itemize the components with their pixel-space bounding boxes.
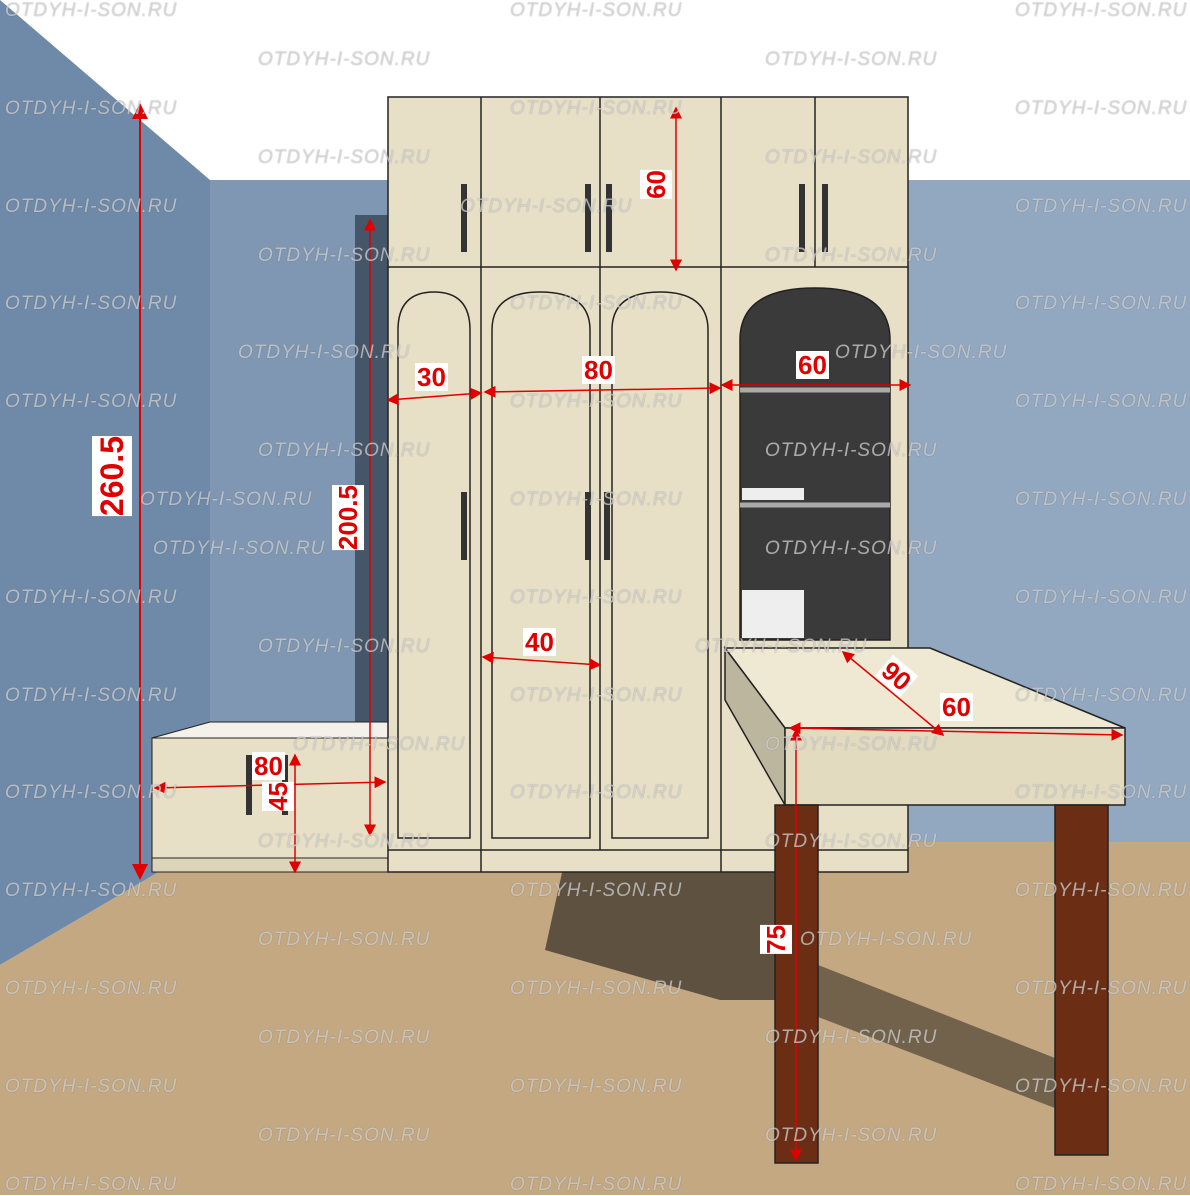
watermark-text: OTDYH-I-SON.RU: [765, 146, 938, 168]
watermark-text: OTDYH-I-SON.RU: [153, 537, 326, 559]
watermark-text: OTDYH-I-SON.RU: [293, 733, 466, 755]
watermark-text: OTDYH-I-SON.RU: [258, 440, 431, 462]
watermark-text: OTDYH-I-SON.RU: [5, 0, 178, 21]
watermark-text: OTDYH-I-SON.RU: [5, 293, 178, 315]
watermark-text: OTDYH-I-SON.RU: [5, 195, 178, 217]
watermark-text: OTDYH-I-SON.RU: [140, 489, 313, 510]
watermark-text: OTDYH-I-SON.RU: [1015, 1075, 1188, 1097]
desk-leg: [1054, 804, 1109, 1156]
watermark-text: OTDYH-I-SON.RU: [1015, 391, 1188, 413]
watermark-text: OTDYH-I-SON.RU: [510, 782, 683, 804]
watermark-text: OTDYH-I-SON.RU: [510, 880, 683, 902]
floor: [0, 842, 1190, 1195]
dimension-glass-cabinet-width: 60: [796, 350, 829, 380]
dimension-total-height: 260.5: [92, 436, 132, 517]
watermark-text: OTDYH-I-SON.RU: [460, 195, 633, 217]
watermark-text: OTDYH-I-SON.RU: [765, 48, 938, 70]
watermark-text: OTDYH-I-SON.RU: [1015, 97, 1188, 119]
watermark-text: OTDYH-I-SON.RU: [510, 391, 683, 413]
watermark-text: OTDYH-I-SON.RU: [765, 440, 938, 462]
watermark-text: OTDYH-I-SON.RU: [258, 831, 431, 853]
watermark-text: OTDYH-I-SON.RU: [765, 831, 938, 853]
watermark-text: OTDYH-I-SON.RU: [5, 880, 178, 902]
watermark-text: OTDYH-I-SON.RU: [765, 733, 938, 755]
watermark-text: OTDYH-I-SON.RU: [258, 1124, 431, 1146]
watermark-text: OTDYH-I-SON.RU: [5, 1173, 178, 1195]
watermark-text: OTDYH-I-SON.RU: [258, 146, 431, 168]
watermark-text: OTDYH-I-SON.RU: [1015, 293, 1188, 315]
dimension-desk-height: 75: [760, 925, 792, 954]
watermark-text: OTDYH-I-SON.RU: [1015, 489, 1188, 510]
watermark-text: OTDYH-I-SON.RU: [258, 1026, 431, 1048]
watermark-text: OTDYH-I-SON.RU: [5, 97, 178, 119]
watermark-text: OTDYH-I-SON.RU: [765, 1026, 938, 1048]
watermark-text: OTDYH-I-SON.RU: [510, 1173, 683, 1195]
watermark-text: OTDYH-I-SON.RU: [258, 244, 431, 266]
watermark-text: OTDYH-I-SON.RU: [695, 635, 868, 657]
watermark-text: OTDYH-I-SON.RU: [510, 293, 683, 315]
dimension-door-width: 40: [523, 627, 556, 657]
watermark-text: OTDYH-I-SON.RU: [510, 1075, 683, 1097]
watermark-text: OTDYH-I-SON.RU: [510, 978, 683, 999]
watermark-text: OTDYH-I-SON.RU: [1015, 586, 1188, 608]
watermark-text: OTDYH-I-SON.RU: [1015, 195, 1188, 217]
watermark-text: OTDYH-I-SON.RU: [510, 489, 683, 510]
watermark-text: OTDYH-I-SON.RU: [765, 537, 938, 559]
watermark-text: OTDYH-I-SON.RU: [1015, 880, 1188, 902]
watermark-text: OTDYH-I-SON.RU: [1015, 782, 1188, 804]
watermark-text: OTDYH-I-SON.RU: [800, 929, 973, 951]
dimension-double-door-width: 80: [582, 355, 615, 385]
watermark-text: OTDYH-I-SON.RU: [1015, 0, 1188, 21]
dimension-narrow-section-width: 30: [415, 362, 448, 392]
watermark-text: OTDYH-I-SON.RU: [765, 244, 938, 266]
watermark-text: OTDYH-I-SON.RU: [510, 586, 683, 608]
watermark-text: OTDYH-I-SON.RU: [258, 48, 431, 70]
watermark-text: OTDYH-I-SON.RU: [765, 1124, 938, 1146]
dimension-bench-width: 80: [252, 751, 285, 781]
watermark-text: OTDYH-I-SON.RU: [510, 97, 683, 119]
watermark-text: OTDYH-I-SON.RU: [1015, 684, 1188, 706]
dimension-desk-depth: 60: [940, 692, 973, 722]
watermark-text: OTDYH-I-SON.RU: [835, 342, 1008, 364]
dimension-top-cabinet-height: 60: [640, 170, 672, 199]
watermark-text: OTDYH-I-SON.RU: [5, 1075, 178, 1097]
watermark-text: OTDYH-I-SON.RU: [258, 929, 431, 951]
watermark-text: OTDYH-I-SON.RU: [510, 684, 683, 706]
watermark-text: OTDYH-I-SON.RU: [258, 635, 431, 657]
dimension-bench-height: 45: [262, 782, 294, 811]
watermark-text: OTDYH-I-SON.RU: [5, 782, 178, 804]
watermark-text: OTDYH-I-SON.RU: [5, 684, 178, 706]
watermark-text: OTDYH-I-SON.RU: [5, 391, 178, 413]
watermark-text: OTDYH-I-SON.RU: [1015, 1173, 1188, 1195]
dimension-wardrobe-height: 200.5: [332, 485, 364, 551]
watermark-text: OTDYH-I-SON.RU: [1015, 978, 1188, 999]
watermark-text: OTDYH-I-SON.RU: [510, 0, 683, 21]
watermark-text: OTDYH-I-SON.RU: [5, 586, 178, 608]
watermark-text: OTDYH-I-SON.RU: [5, 978, 178, 999]
watermark-text: OTDYH-I-SON.RU: [238, 342, 411, 364]
